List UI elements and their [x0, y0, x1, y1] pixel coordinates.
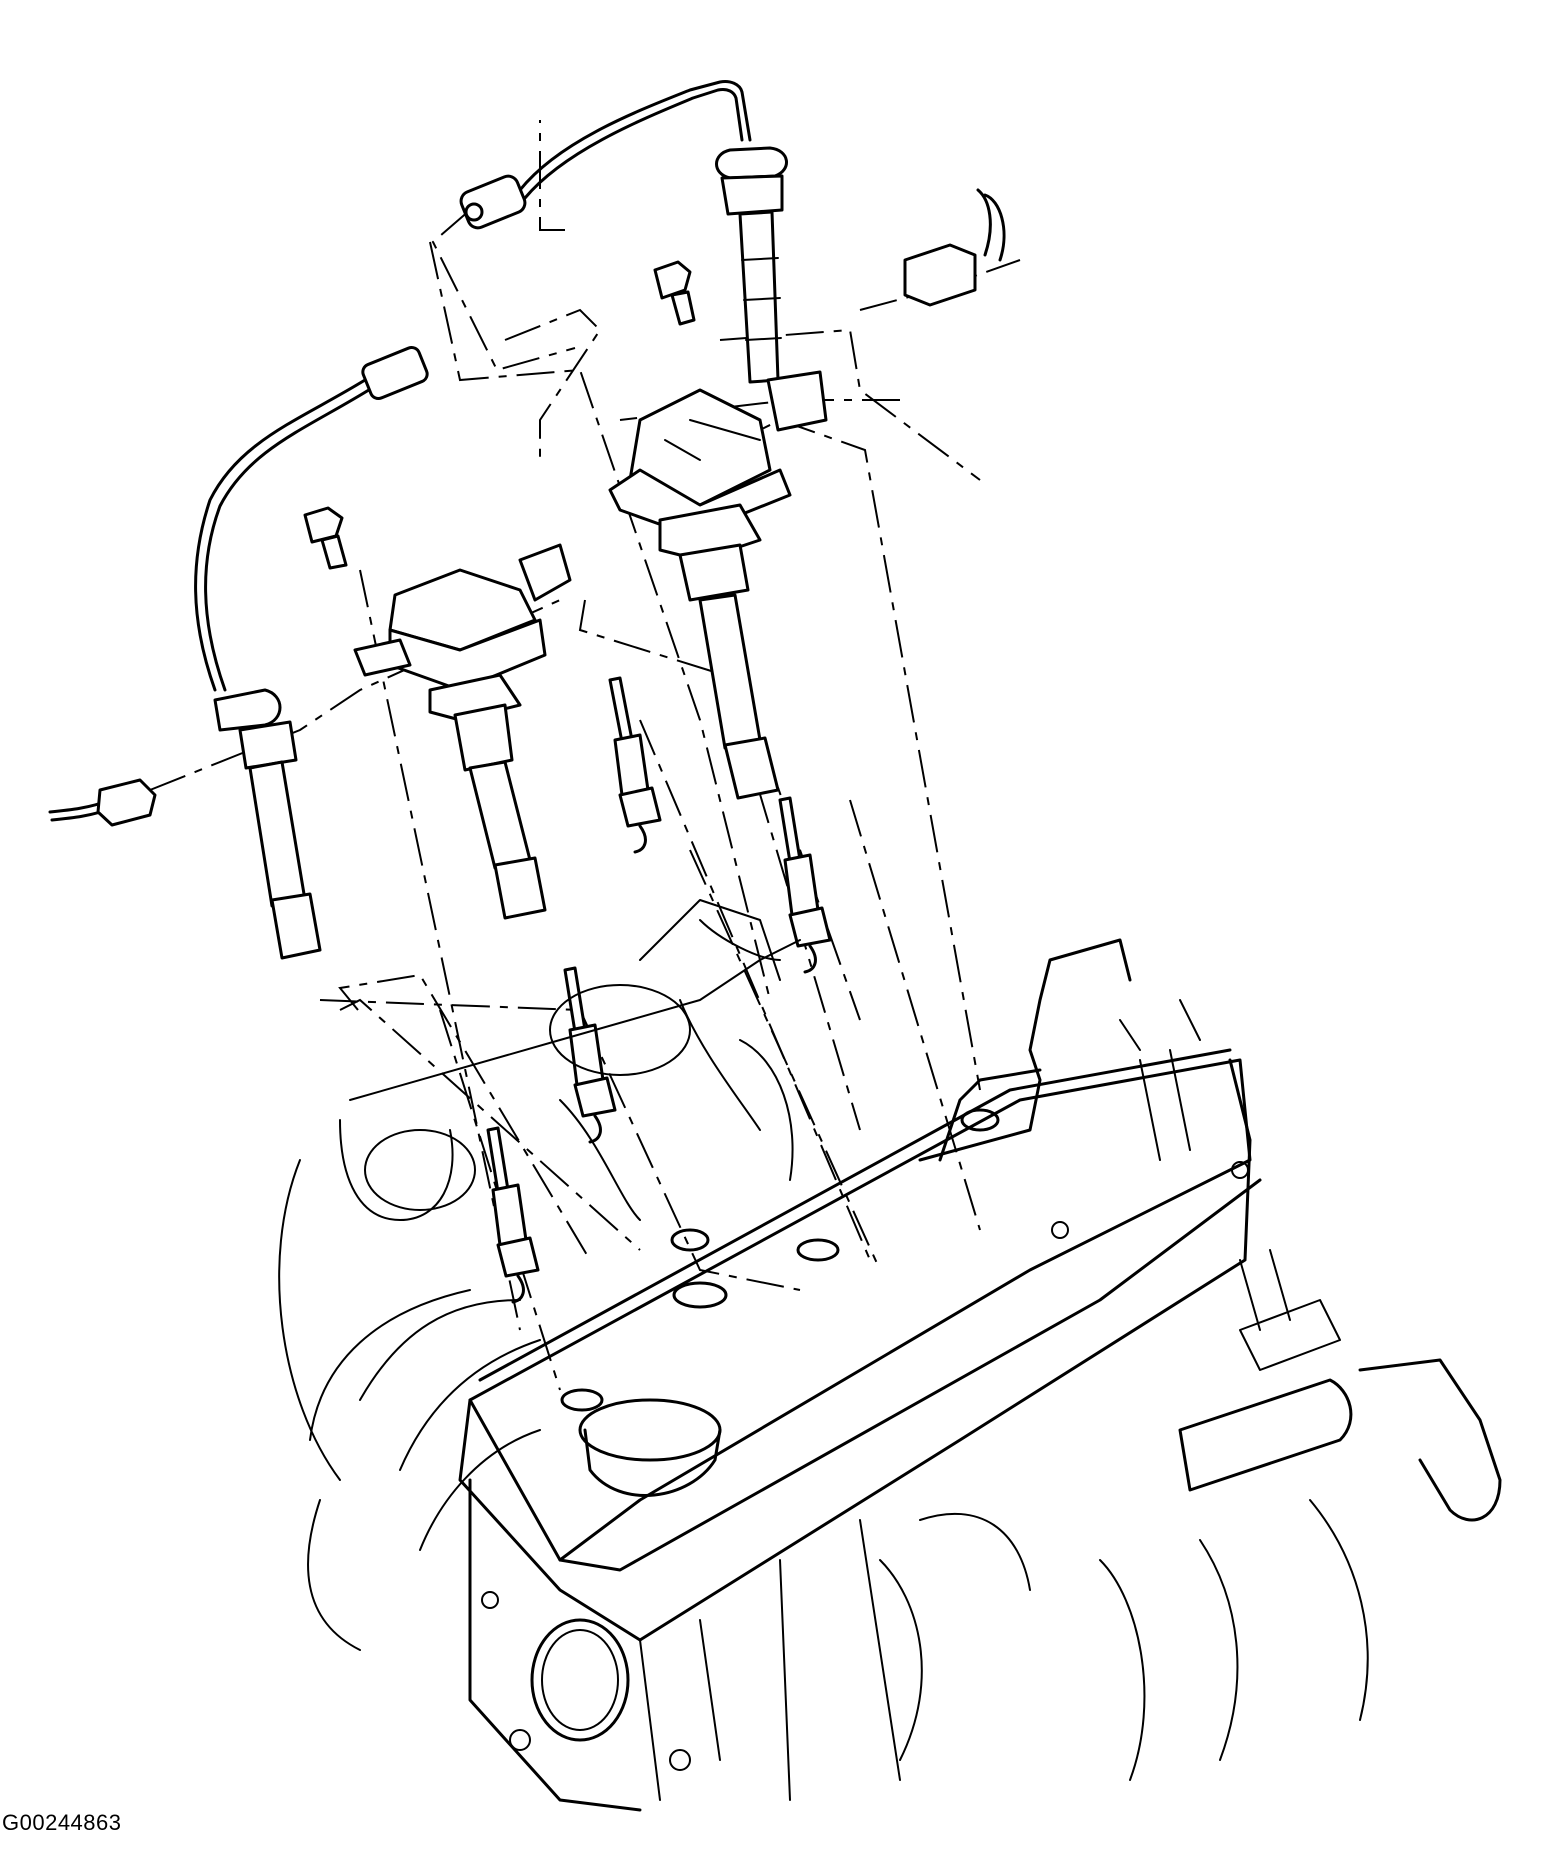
- ignition-cord-left: [194, 345, 429, 960]
- oil-filler-cap-icon: [578, 1398, 722, 1462]
- spark-plug-1: [608, 676, 662, 854]
- plug-connector-icon: [96, 778, 157, 827]
- connector-left: [48, 778, 157, 827]
- spark-plug-4: [486, 1126, 540, 1304]
- ignition-cord-right: [459, 80, 828, 432]
- connector-right: [903, 188, 1006, 307]
- ignition-coil-left: [353, 543, 572, 920]
- bolt-left: [303, 506, 348, 570]
- cord-end-boot-icon: [459, 174, 527, 230]
- engine-assembly: [278, 899, 1502, 1812]
- ignition-coil-right: [608, 388, 792, 800]
- figure-id-label: G00244863: [2, 1810, 122, 1835]
- spark-plug-2: [778, 796, 832, 974]
- bolt-right: [653, 260, 696, 326]
- bolt-icon: [653, 260, 692, 300]
- plug-connector-icon: [903, 243, 977, 307]
- spark-plug-3: [563, 966, 617, 1144]
- bolt-icon: [303, 506, 344, 544]
